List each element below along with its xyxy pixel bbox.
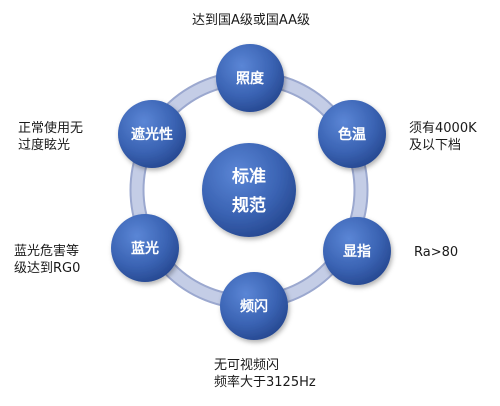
note-flicker: 无可视频闪 频率大于3125Hz (214, 358, 316, 390)
node-glare: 遮光性 (118, 100, 186, 168)
node-illuminance: 照度 (216, 44, 284, 112)
node-illuminance-label: 照度 (236, 70, 265, 87)
note-illuminance: 达到国A级或国AA级 (192, 13, 311, 28)
note-glare: 正常使用无 过度眩光 (18, 121, 84, 153)
center-label-line2: 规范 (232, 195, 266, 216)
node-color-temp-label: 色温 (338, 126, 366, 143)
node-glare-label: 遮光性 (131, 126, 173, 143)
node-flicker: 频闪 (220, 272, 288, 340)
node-blue-light-label: 蓝光 (131, 240, 159, 257)
note-blue-light: 蓝光危害等 级达到RG0 (14, 244, 81, 276)
node-color-temp: 色温 (318, 100, 386, 168)
node-cri-label: 显指 (343, 243, 371, 260)
note-cri: Ra>80 (414, 245, 459, 260)
note-color-temp: 须有4000K 及以下档 (409, 121, 477, 153)
node-blue-light: 蓝光 (111, 214, 179, 282)
center-node: 标准 规范 (202, 143, 296, 237)
center-label-line1: 标准 (232, 166, 266, 187)
node-cri: 显指 (323, 217, 391, 285)
node-flicker-label: 频闪 (240, 298, 268, 315)
